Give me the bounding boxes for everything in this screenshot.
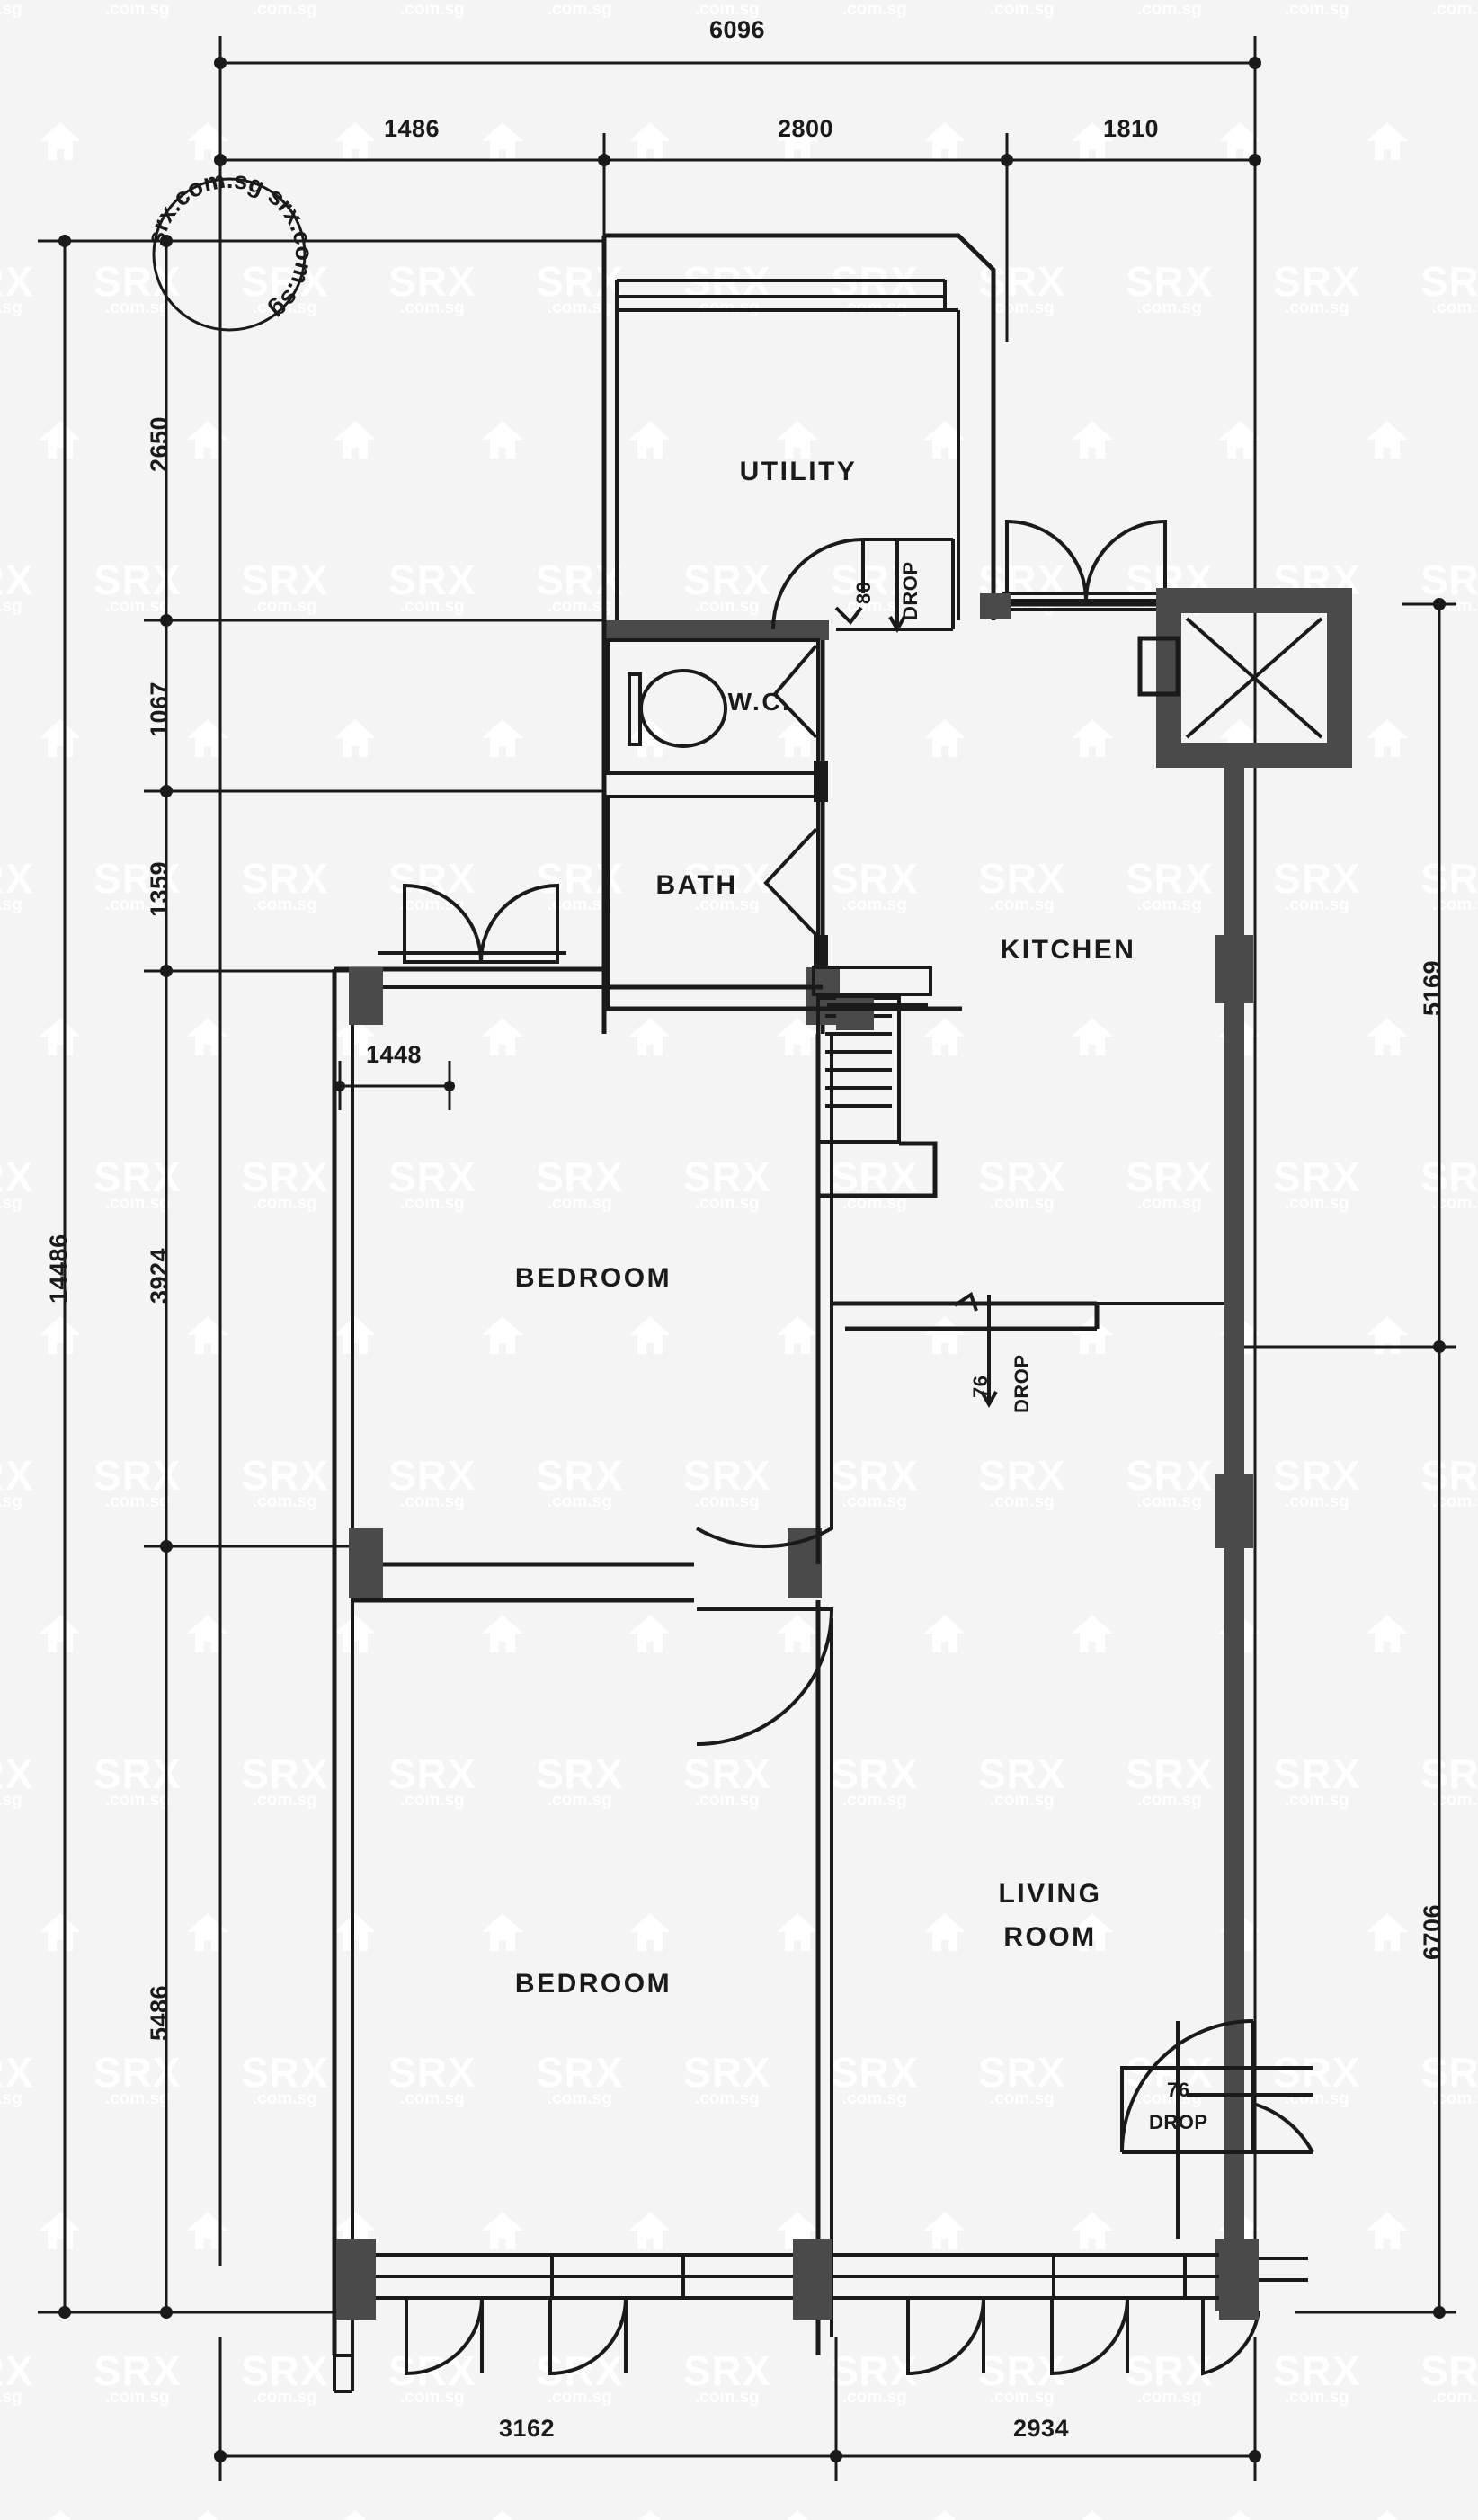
dim-label-interior-1448: 1448: [365, 1041, 423, 1068]
dim-right-segments: [1295, 598, 1456, 2319]
kitchen-door-swings: [1002, 519, 1169, 611]
drop-kitchen-arrows: [953, 1291, 998, 1409]
dim-label-bottom-seg-3162: 3162: [498, 2415, 556, 2442]
dim-left-overall: [38, 235, 360, 2319]
balcony-door: [1120, 2019, 1314, 2239]
room-label-kitchen: KITCHEN: [1000, 935, 1136, 965]
room-label-living-line-1: LIVING: [998, 1879, 1102, 1909]
kitchen-door-jamb: [980, 593, 1011, 619]
bottom-windows: [352, 2253, 1260, 2376]
annotation-drop-kitchen-value: 76: [969, 1375, 992, 1398]
dim-label-top-overall: 6096: [708, 16, 766, 43]
annotation-drop-balcony-label: DROP: [1149, 2111, 1208, 2133]
bedroom1-door: [696, 1402, 833, 1549]
dim-interior-1448: [334, 1061, 455, 1110]
annotation-drop-utility-value: 80: [852, 581, 875, 604]
annotation-drop-balcony-value: 76: [1167, 2079, 1190, 2101]
jamb-1: [814, 761, 828, 802]
dim-label-right-seg-6706: 6706: [1419, 1903, 1446, 1960]
room-label-bath: BATH: [655, 870, 738, 900]
dim-label-left-overall: 14486: [45, 1233, 72, 1304]
stove-hob: [836, 998, 874, 1030]
dim-left-segments: [144, 235, 604, 2319]
room-label-living-line-2: ROOM: [1003, 1922, 1097, 1952]
bottom-left-return: [333, 2239, 354, 2393]
dim-label-left-seg-1067: 1067: [146, 681, 173, 737]
annotation-drop-kitchen-label: DROP: [1011, 1354, 1033, 1413]
dim-label-top-seg-3: 1810: [1102, 115, 1160, 142]
right-wall-column-1: [1215, 935, 1253, 1003]
kitchen-ledge: [818, 1141, 938, 1198]
right-wall-column-2: [1215, 1474, 1253, 1548]
dim-label-left-seg-5486: 5486: [146, 1984, 173, 2041]
dim-top-segments: [214, 133, 1261, 423]
room-label-wc: W.C.: [727, 688, 792, 716]
service-shaft: [1137, 588, 1352, 768]
room-label-bedroom-2: BEDROOM: [514, 1969, 672, 1999]
dim-label-left-seg-3924: 3924: [146, 1247, 173, 1304]
bedroom1-column-tl: [349, 967, 383, 1025]
bedroom1-column-bl: [349, 1528, 383, 1598]
bottom-column-mid: [793, 2239, 832, 2320]
bedroom2-door: [696, 1607, 834, 1746]
bottom-column-left: [336, 2239, 376, 2320]
dim-label-right-seg-5169: 5169: [1419, 959, 1446, 1016]
bedroom1-window: [378, 883, 566, 971]
srx-circular-stamp: srx.com.sg srx.com.sg: [142, 166, 317, 332]
room-label-bedroom-1: BEDROOM: [514, 1263, 672, 1293]
dim-label-top-seg-2: 2800: [777, 115, 834, 142]
dim-top-overall: [214, 36, 1261, 2266]
bottom-column-right: [1219, 2239, 1259, 2320]
toilet-fixture: [628, 669, 727, 748]
utility-top-wall: [604, 233, 996, 620]
dim-bottom-segments: [214, 2337, 1261, 2481]
wc-room: [606, 638, 820, 775]
dim-label-top-seg-1: 1486: [383, 115, 441, 142]
room-label-utility: UTILITY: [739, 457, 858, 486]
wall-wc-top: [604, 620, 829, 640]
dim-label-bottom-seg-2934: 2934: [1012, 2415, 1070, 2442]
bath-door: [763, 827, 818, 937]
annotation-drop-utility-label: DROP: [899, 561, 922, 620]
drop-utility-arrows: [771, 537, 955, 634]
dim-label-left-seg-1359: 1359: [146, 860, 173, 917]
dim-label-left-seg-2650: 2650: [146, 415, 173, 472]
utility-inner-walls: [615, 308, 960, 620]
utility-window: [615, 279, 947, 310]
